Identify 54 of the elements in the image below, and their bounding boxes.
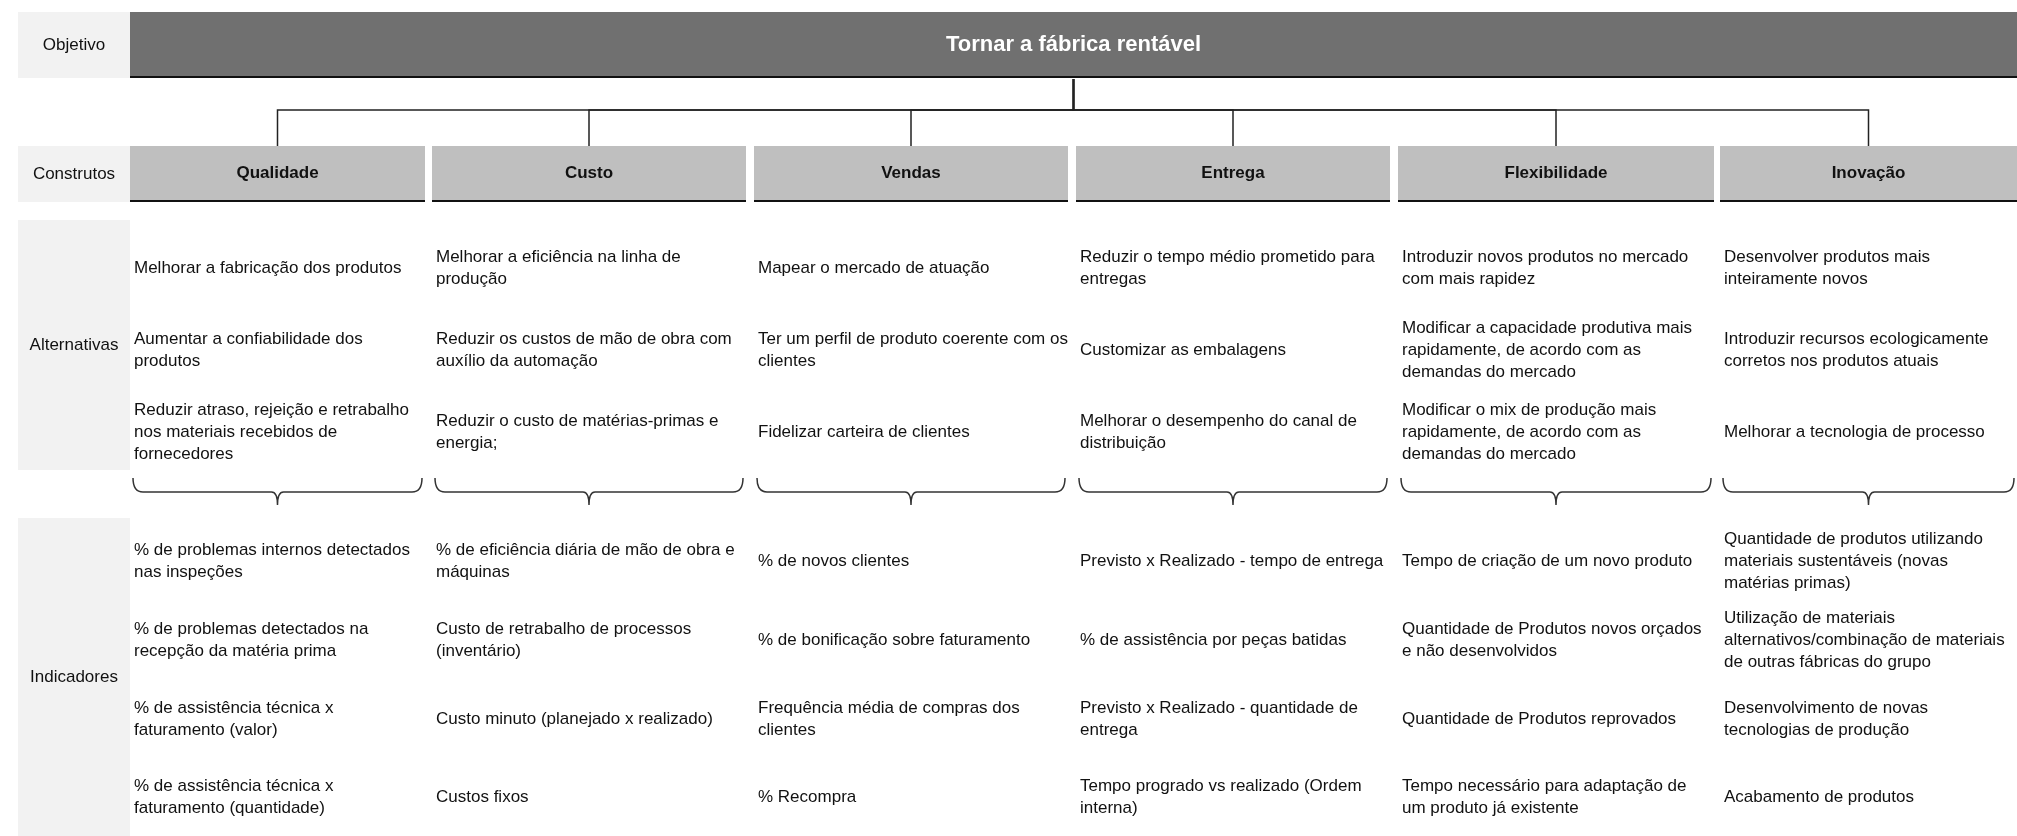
construct-header: Custo (432, 146, 746, 202)
indicator-text: Frequência média de compras dos clientes (757, 697, 1021, 741)
indicator-text: % Recompra (757, 786, 858, 808)
construct-header: Vendas (754, 146, 1068, 202)
alternative-text: Reduzir atraso, rejeição e retrabalho nos materiais recebidos de fornecedores (133, 399, 410, 465)
indicator-text: % de assistência técnica x faturamento (quantidade) (133, 775, 335, 819)
construct-header: Entrega (1076, 146, 1390, 202)
objective-bar: Tornar a fábrica rentável (130, 12, 2017, 78)
alternative-text: Fidelizar carteira de clientes (757, 421, 971, 443)
alternative-text: Reduzir o tempo médio prometido para entregas (1079, 246, 1376, 290)
connector-line (1072, 78, 1870, 147)
alternative-text: Melhorar a tecnologia de processo (1723, 421, 1986, 443)
alternative-text: Melhorar a eficiência na linha de produção (435, 246, 682, 290)
indicator-text: % de novos clientes (757, 550, 911, 572)
alternative-text: Aumentar a confiabilidade dos produtos (133, 328, 364, 372)
alternative-text: Modificar o mix de produção mais rapidamente, de acordo com as demandas do mercado (1401, 399, 1658, 465)
alternative-text: Introduzir recursos ecologicamente corretos nos produtos atuais (1723, 328, 1990, 372)
construct-header: Flexibilidade (1398, 146, 1714, 202)
indicator-text: Quantidade de Produtos reprovados (1401, 708, 1678, 730)
alternative-text: Ter um perfil de produto coerente com os clientes (757, 328, 1068, 372)
alternative-text: Melhorar o desempenho do canal de distribuição (1079, 410, 1358, 454)
row-header: Alternativas (18, 220, 130, 470)
indicator-text: Utilização de materiais alternativos/combinação de materiais de outras fábricas do grupo (1723, 607, 2006, 673)
indicator-text: % de assistência por peças batidas (1079, 629, 1348, 651)
indicator-text: % de assistência técnica x faturamento (valor) (133, 697, 335, 741)
indicator-text: % de problemas detectados na recepção da matéria prima (133, 618, 370, 662)
indicator-text: Previsto x Realizado - quantidade de entrega (1079, 697, 1359, 741)
indicator-text: % de problemas internos detectados nas inspeções (133, 539, 411, 583)
indicator-text: Custo minuto (planejado x realizado) (435, 708, 714, 730)
indicator-text: Tempo progrado vs realizado (Ordem interna) (1079, 775, 1363, 819)
indicator-text: Previsto x Realizado - tempo de entrega (1079, 550, 1385, 572)
alternative-text: Modificar a capacidade produtiva mais rapidamente, de acordo com as demandas do mercado (1401, 317, 1694, 383)
indicator-text: % de eficiência diária de mão de obra e máquinas (435, 539, 736, 583)
indicator-text: % de bonificação sobre faturamento (757, 629, 1032, 651)
alternative-text: Mapear o mercado de atuação (757, 257, 991, 279)
indicator-text: Tempo de criação de um novo produto (1401, 550, 1694, 572)
row-header: Objetivo (18, 12, 130, 78)
alternative-text: Reduzir o custo de matérias-primas e energia; (435, 410, 720, 454)
row-header: Indicadores (18, 518, 130, 836)
indicator-text: Custos fixos (435, 786, 530, 808)
alternative-text: Reduzir os custos de mão de obra com auxílio da automação (435, 328, 733, 372)
construct-header: Qualidade (130, 146, 425, 202)
indicator-text: Desenvolvimento de novas tecnologias de produção (1723, 697, 1930, 741)
alternative-text: Introduzir novos produtos no mercado com mais rapidez (1401, 246, 1690, 290)
alternative-text: Melhorar a fabricação dos produtos (133, 257, 403, 279)
indicator-text: Tempo necessário para adaptação de um produto já existente (1401, 775, 1688, 819)
indicator-text: Acabamento de produtos (1723, 786, 1915, 808)
indicator-text: Quantidade de produtos utilizando materiais sustentáveis (novas matérias primas) (1723, 528, 1984, 594)
indicator-text: Quantidade de Produtos novos orçados e não desenvolvidos (1401, 618, 1703, 662)
row-header: Construtos (18, 146, 130, 202)
alternative-text: Customizar as embalagens (1079, 339, 1287, 361)
alternative-text: Desenvolver produtos mais inteiramente novos (1723, 246, 1931, 290)
construct-header: Inovação (1720, 146, 2017, 202)
indicator-text: Custo de retrabalho de processos (inventário) (435, 618, 693, 662)
